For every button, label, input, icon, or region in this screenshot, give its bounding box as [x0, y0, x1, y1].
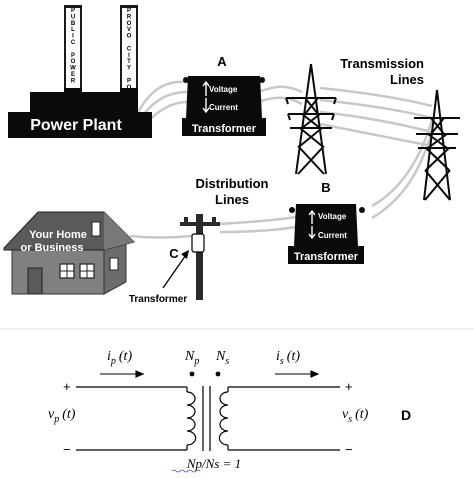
pole-shaft: [196, 214, 203, 300]
down-arrow-icon: [202, 98, 210, 114]
pointer-arrow-icon: [162, 251, 189, 289]
transformer-b-label: Transformer: [294, 251, 359, 263]
marker-c: C: [169, 246, 179, 261]
distribution-label-line2: Lines: [215, 192, 249, 207]
house-chimney: [91, 221, 101, 237]
up-arrow-icon: [308, 209, 316, 224]
marker-b: B: [321, 180, 330, 195]
polarity-dot-secondary: [215, 371, 221, 377]
vp-label: vp(t): [48, 407, 76, 425]
transformer-a-current: Current: [209, 103, 238, 112]
transformer-circuit: ip(t) is(t) Np Ns vp(t) vs(t) + − + − D …: [0, 330, 474, 474]
circuit-wires: [76, 386, 340, 451]
minus-sign: −: [63, 442, 71, 457]
transformer-a-body: [186, 76, 262, 118]
secondary-coil: [218, 391, 229, 446]
pole-transformer-can: [191, 233, 205, 253]
plus-sign: +: [345, 379, 353, 394]
transformer-a-terminal: [183, 77, 189, 83]
marker-a: A: [217, 54, 227, 69]
transformer-b-voltage: Voltage: [318, 212, 347, 221]
pole-transformer-label: Transformer: [129, 294, 187, 305]
pole-crossarm: [180, 222, 220, 226]
house-gable: [104, 212, 134, 250]
vs-label: vs(t): [342, 407, 369, 425]
transmission-label-line2: Lines: [390, 72, 424, 87]
transmission-wires: [129, 80, 434, 239]
transmission-tower-2: [414, 89, 460, 201]
np-label: Np: [184, 349, 199, 367]
house-side-window: [109, 257, 119, 271]
smokestack-right-band: [122, 8, 136, 90]
transformer-a-terminal: [259, 77, 265, 83]
primary-coil: [186, 391, 197, 446]
distribution-label-line1: Distribution: [196, 176, 269, 191]
plant-building: [8, 88, 152, 138]
ns-label: Ns: [215, 349, 229, 367]
minus-sign: −: [345, 442, 353, 457]
spellcheck-underline: [171, 469, 201, 473]
arrowhead-icon: [181, 250, 189, 259]
transmission-label-line1: Transmission: [340, 56, 424, 71]
polarity-dot-primary: [189, 371, 195, 377]
transformer-a-base: [182, 118, 266, 136]
smokestack-left-band: [66, 8, 80, 90]
is-label: is(t): [276, 349, 300, 367]
transformer-b-terminal: [359, 207, 365, 213]
transformer-a-voltage: Voltage: [209, 85, 238, 94]
transformer-a: A Voltage Current Transformer: [182, 54, 266, 136]
transformer-a-label: Transformer: [192, 123, 257, 135]
transmission-tower-1: [285, 63, 337, 175]
plus-sign: +: [63, 379, 71, 394]
home-label-line2: or Business: [21, 242, 84, 254]
utility-pole: C Transformer: [129, 214, 220, 305]
arrowhead-icon: [310, 370, 320, 378]
arrowhead-icon: [135, 370, 145, 378]
up-arrow-icon: [308, 226, 316, 240]
transformer-b-current: Current: [318, 231, 347, 240]
up-arrow-icon: [202, 80, 210, 96]
transformer-b-base: [288, 246, 364, 264]
home-label-line1: Your Home: [29, 229, 87, 241]
house: Your Home or Business: [3, 211, 135, 295]
turns-ratio-label: Np/Ns = 1: [186, 456, 241, 471]
power-plant-label: Power Plant: [30, 117, 122, 134]
marker-d: D: [401, 407, 411, 423]
circuit-svg: ip(t) is(t) Np Ns vp(t) vs(t) + − + − D …: [48, 349, 411, 473]
transformer-b-terminal: [289, 207, 295, 213]
house-door: [27, 267, 43, 295]
transformer-b: B Voltage Current Transformer: [288, 180, 365, 264]
ip-label: ip(t): [107, 349, 132, 367]
